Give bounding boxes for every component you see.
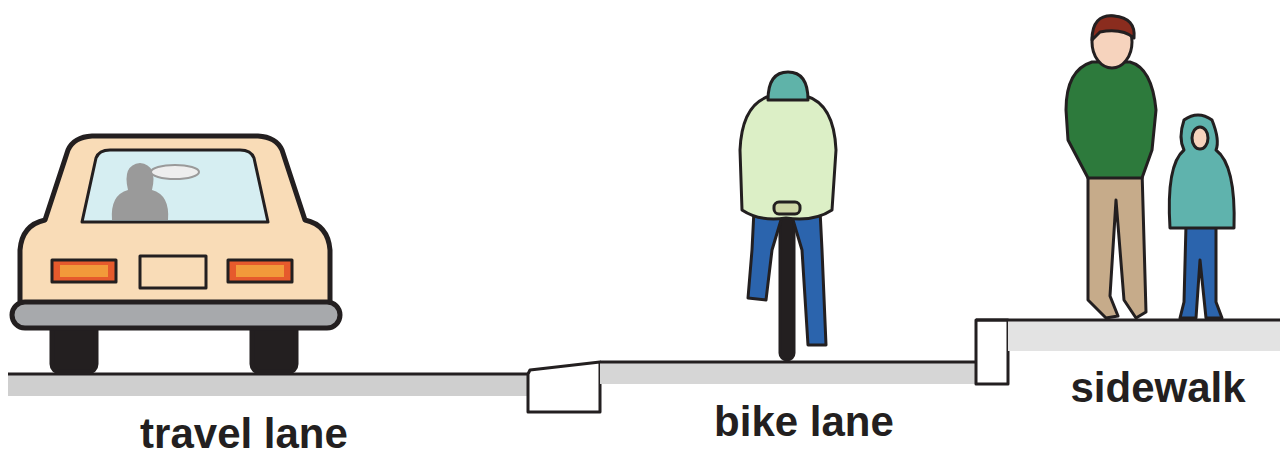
cyclist bbox=[740, 72, 836, 360]
car-rear bbox=[12, 136, 340, 372]
section-label: travel lane bbox=[140, 410, 348, 458]
adult-pedestrian bbox=[1066, 16, 1156, 318]
child-pedestrian bbox=[1169, 115, 1234, 318]
ground-profile bbox=[8, 320, 1280, 412]
section-label: sidewalk bbox=[1070, 364, 1245, 412]
section-label: bike lane bbox=[714, 398, 894, 446]
